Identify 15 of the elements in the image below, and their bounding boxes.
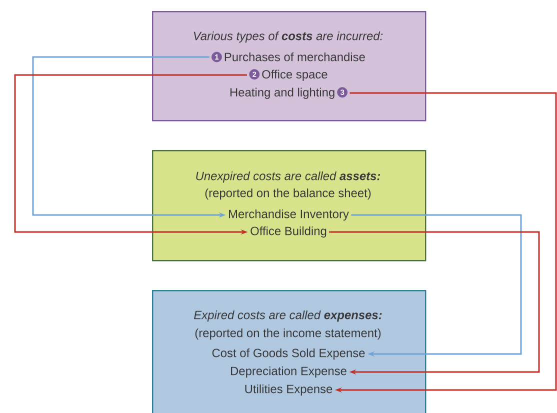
list-item: Depreciation Expense [231,366,346,378]
list-item: Purchases of merchandise [224,52,365,62]
box-heading: Various types of costs are incurred: [194,31,383,43]
list-item: Office space [262,70,328,81]
list-item: Cost of Goods Sold Expense [212,348,365,360]
list-item: Merchandise Inventory [229,209,349,221]
list-item: Heating and lighting [230,88,334,99]
box-subheading: (reported on the income statement) [195,328,381,340]
arrow [351,214,522,357]
arrow [329,231,540,375]
box-heading: Expired costs are called expenses: [194,310,382,322]
list-item: Utilities Expense [245,384,332,396]
box-heading: Unexpired costs are called assets: [196,171,380,183]
box-subheading: (reported on the balance sheet) [205,188,371,200]
list-item: Office Building [250,226,326,238]
